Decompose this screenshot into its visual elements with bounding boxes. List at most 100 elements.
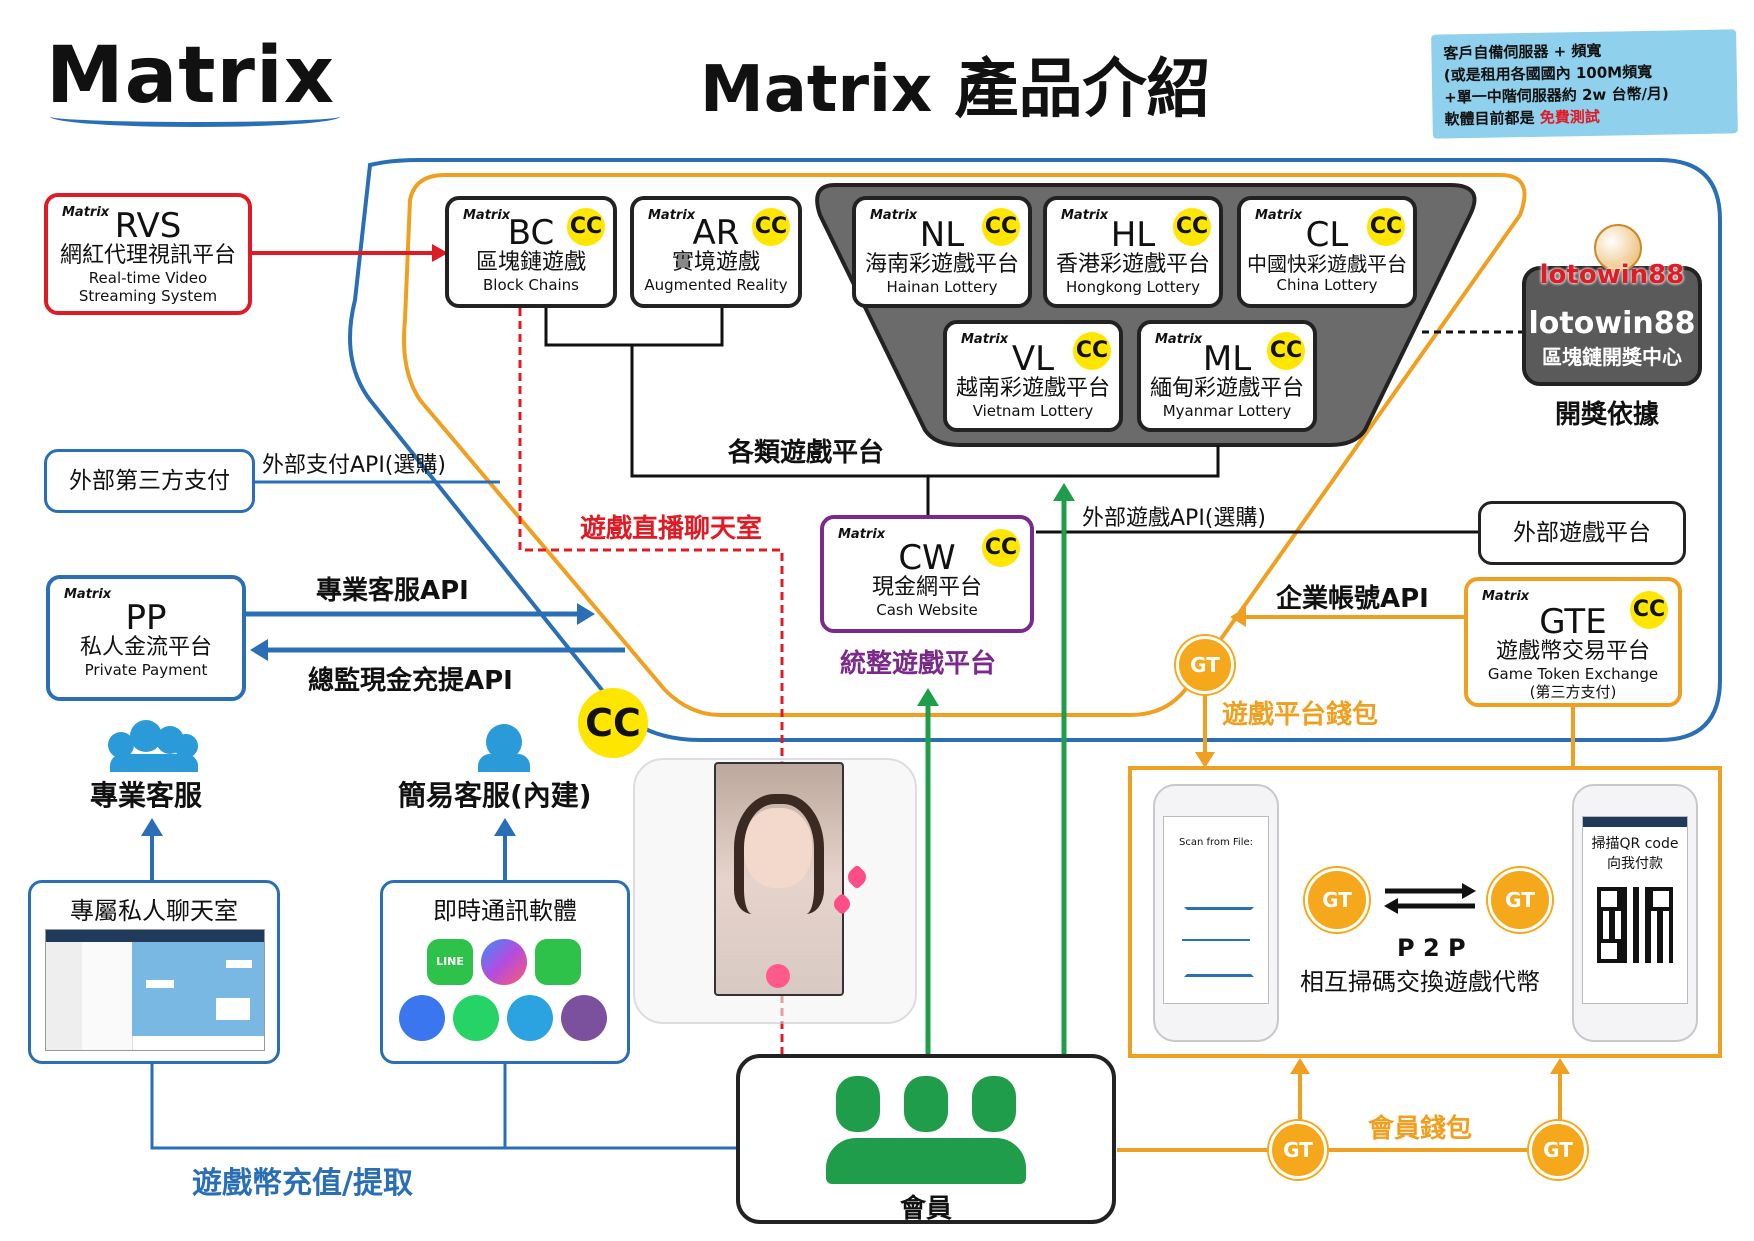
cc-badge: CC <box>1173 208 1211 246</box>
bc-ar-join <box>544 305 724 347</box>
ext-pay-api-label: 外部支付API(選購) <box>262 453 446 478</box>
pro-cs-api-label: 專業客服API <box>316 576 469 606</box>
line-icon[interactable]: LINE <box>427 939 473 985</box>
mini-logo: Matrix <box>1061 208 1109 223</box>
streamer-hair <box>734 794 824 914</box>
third-party-pay-node[interactable]: 外部第三方支付 <box>44 449 255 513</box>
gift-button[interactable] <box>766 964 790 988</box>
cw-node[interactable]: Matrix CC CW 現金網平台 Cash Website <box>820 515 1034 633</box>
mini-logo: Matrix <box>648 208 696 223</box>
nl-code: NL <box>919 215 965 255</box>
p2p-title: P 2 P <box>1397 934 1466 962</box>
vl-node[interactable]: Matrix CC VL 越南彩遊戲平台 Vietnam Lottery <box>943 320 1123 432</box>
signal-icon[interactable] <box>399 995 445 1041</box>
rvs-node[interactable]: Matrix RVS 網紅代理視訊平台 Real-time Video Stre… <box>44 193 252 315</box>
rvs-code: RVS <box>114 206 182 246</box>
games-bus <box>630 345 1220 478</box>
messenger-icon[interactable] <box>481 939 527 985</box>
cc-badge: CC <box>982 208 1020 246</box>
mini-logo: Matrix <box>64 587 112 602</box>
private-chat-node[interactable]: 專屬私人聊天室 <box>28 880 280 1064</box>
mini-logo: Matrix <box>961 332 1009 347</box>
cl-node[interactable]: Matrix CC CL 中國快彩遊戲平台 China Lottery <box>1237 196 1417 308</box>
rvs-en-1: Real-time Video <box>88 269 208 288</box>
mini-logo: Matrix <box>62 205 110 220</box>
hl-zh: 香港彩遊戲平台 <box>1055 252 1210 277</box>
cc-badge: CC <box>1630 591 1668 629</box>
cl-code: CL <box>1305 215 1349 255</box>
p2p-description: 相互掃碼交換遊戲代幣 <box>1300 968 1540 996</box>
matrix-logo: Matrix <box>46 36 346 127</box>
viber-icon[interactable] <box>561 995 607 1041</box>
gt-coin-icon-right: GT <box>1488 868 1552 932</box>
cw-zh: 現金網平台 <box>871 575 982 600</box>
third-party-pay-label: 外部第三方支付 <box>69 468 230 494</box>
nl-en: Hainan Lottery <box>886 278 998 297</box>
cash-api-label: 總監現金充提API <box>308 666 513 696</box>
cw-en: Cash Website <box>876 601 978 620</box>
nl-zh: 海南彩遊戲平台 <box>864 252 1019 277</box>
cc-badge: CC <box>567 208 605 246</box>
bc-node[interactable]: Matrix CC BC 區塊鏈遊戲 Block Chains <box>445 196 617 308</box>
nl-node[interactable]: Matrix CC NL 海南彩遊戲平台 Hainan Lottery <box>852 196 1032 308</box>
whatsapp-icon[interactable] <box>453 995 499 1041</box>
lotowin-caption: 開獎依據 <box>1555 400 1660 430</box>
member-wallet-label: 會員錢包 <box>1368 1114 1473 1144</box>
live-chat-label: 遊戲直播聊天室 <box>580 514 763 544</box>
bc-zh: 區塊鏈遊戲 <box>475 250 586 275</box>
im-software-label: 即時通訊軟體 <box>433 897 577 925</box>
scan-title: Scan from File: <box>1178 837 1254 848</box>
hl-node[interactable]: Matrix CC HL 香港彩遊戲平台 Hongkong Lottery <box>1043 196 1223 308</box>
pp-node[interactable]: Matrix PP 私人金流平台 Private Payment <box>46 575 246 701</box>
cc-badge: CC <box>1073 332 1111 370</box>
recharge-label: 遊戲幣充值/提取 <box>192 1166 413 1201</box>
pp-zh: 私人金流平台 <box>79 635 212 660</box>
qr-screen: 掃描QR code 向我付款 <box>1582 816 1688 1004</box>
member-node[interactable]: 會員 <box>736 1054 1116 1224</box>
ml-node[interactable]: Matrix CC ML 緬甸彩遊戲平台 Myanmar Lottery <box>1137 320 1317 432</box>
members-group-icon <box>826 1076 1026 1184</box>
im-software-node[interactable]: 即時通訊軟體 LINE <box>380 880 630 1064</box>
ml-en: Myanmar Lottery <box>1162 402 1292 421</box>
hl-code: HL <box>1110 215 1156 255</box>
gte-node[interactable]: Matrix CC GTE 遊戲幣交易平台 Game Token Exchang… <box>1464 577 1682 707</box>
bc-en: Block Chains <box>483 276 579 295</box>
mini-logo: Matrix <box>838 527 886 542</box>
private-chat-label: 專屬私人聊天室 <box>70 897 238 925</box>
rvs-zh: 網紅代理視訊平台 <box>59 243 236 268</box>
platform-wallet-coin-icon: GT <box>1176 636 1234 694</box>
member-wallet-coin-icon-left: GT <box>1269 1121 1327 1179</box>
lotowin-brand: lotowin88 <box>1539 260 1685 290</box>
chat-app-screenshot <box>45 929 265 1051</box>
blue-platform-outline <box>348 158 1722 742</box>
logo-swoosh <box>50 106 340 127</box>
mini-logo: Matrix <box>1482 589 1530 604</box>
mini-logo: Matrix <box>1155 332 1203 347</box>
gte-zh: 遊戲幣交易平台 <box>1495 639 1650 664</box>
simple-cs-label: 簡易客服(內建) <box>398 779 592 812</box>
free-trial-highlight: 免費測試 <box>1539 107 1600 127</box>
qr-line-1: 掃描QR code <box>1591 836 1679 852</box>
member-wallet-coin-icon-right: GT <box>1529 1121 1587 1179</box>
gte-note: (第三方支付) <box>1529 683 1617 702</box>
ml-code: ML <box>1202 339 1252 379</box>
scan-frame-icon <box>1184 907 1254 977</box>
lotowin-name: lotowin88 <box>1528 306 1696 341</box>
qr-code-icon <box>1597 887 1673 963</box>
lotowin-node[interactable]: lotowin88 lotowin88 區塊鏈開獎中心 <box>1522 224 1702 386</box>
vl-en: Vietnam Lottery <box>972 402 1094 421</box>
simple-cs-headset-icon <box>476 724 532 772</box>
ext-game-node[interactable]: 外部遊戲平台 <box>1478 501 1686 565</box>
note-prefix: 軟體目前都是 <box>1444 108 1540 129</box>
ar-zh: 實境遊戲 <box>671 250 760 275</box>
ar-node[interactable]: Matrix CC AR 實境遊戲 Augmented Reality <box>630 196 802 308</box>
pro-cs-label: 專業客服 <box>90 779 203 812</box>
integrated-platform-label: 統整遊戲平台 <box>840 649 997 679</box>
telegram-icon[interactable] <box>507 995 553 1041</box>
gte-code: GTE <box>1539 602 1607 642</box>
pp-code: PP <box>125 598 167 638</box>
mini-logo: Matrix <box>1255 208 1303 223</box>
ext-game-label: 外部遊戲平台 <box>1513 520 1651 546</box>
cl-en: China Lottery <box>1276 276 1378 294</box>
wechat-icon[interactable] <box>535 939 581 985</box>
